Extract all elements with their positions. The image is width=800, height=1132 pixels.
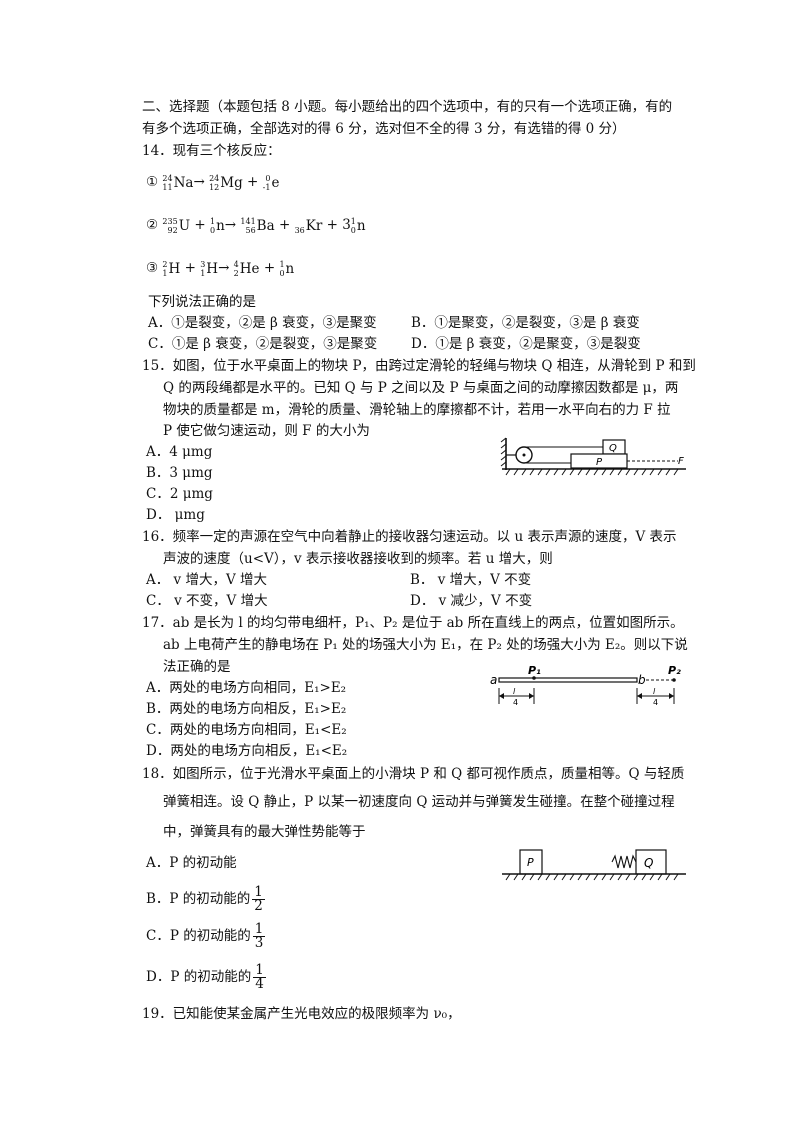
q17-fig-frac-den-2: 4 bbox=[653, 698, 658, 707]
q15-fig-label-q: Q bbox=[609, 443, 617, 454]
q17-rod-figure: a P₁ b P₂ l 4 l 4 bbox=[490, 664, 681, 707]
q17-fig-label-b: b bbox=[638, 673, 646, 687]
section-heading-line1: 二、选择题（本题包括 8 小题。每小题给出的四个选项中，有的只有一个选项正确，有… bbox=[142, 99, 673, 115]
q15-table-hatching bbox=[505, 468, 679, 476]
q17-option-d: D．两处的电场方向相反，E₁<E₂ bbox=[146, 743, 348, 759]
q15-option-c: C．2 μmg bbox=[146, 486, 213, 502]
q15-option-a: A．4 μmg bbox=[146, 444, 213, 460]
q17-fig-frac-num-1: l bbox=[513, 687, 516, 696]
q18-option-a: A．P 的初动能 bbox=[146, 855, 237, 871]
q16-option-a: A． v 增大，V 增大 bbox=[146, 572, 267, 588]
q15-pulley-figure: Q P F bbox=[500, 437, 686, 476]
q17-fig-frac-num-2: l bbox=[653, 687, 656, 696]
q14-option-c: C．①是 β 衰变，②是裂变，③是聚变 bbox=[148, 336, 378, 352]
q16-option-d: D． v 减少，V 不变 bbox=[410, 593, 533, 609]
q17-line3: 法正确的是 bbox=[163, 659, 231, 675]
q15-option-d: D． μmg bbox=[146, 507, 205, 523]
q15-fig-label-p: P bbox=[596, 457, 603, 468]
q14-option-d: D．①是 β 衰变，②是聚变，③是裂变 bbox=[411, 336, 641, 352]
q14-option-a: A．①是裂变，②是 β 衰变，③是聚变 bbox=[148, 315, 377, 331]
q17-fig-label-p2: P₂ bbox=[668, 664, 681, 677]
q18-line2: 弹簧相连。设 Q 静止，P 以某一初速度向 Q 运动并与弹簧发生碰撞。在整个碰撞… bbox=[163, 794, 675, 810]
q18-fig-spring bbox=[611, 854, 637, 869]
q18-line3: 中，弹簧具有的最大弹性势能等于 bbox=[163, 824, 366, 840]
q18-fig-label-q: Q bbox=[644, 856, 653, 870]
q18-table-hatching bbox=[505, 873, 679, 881]
q16-line1: 16．频率一定的声源在空气中向着静止的接收器匀速运动。以 u 表示声源的速度，V… bbox=[142, 529, 677, 545]
q16-line2: 声波的速度（u<V），v 表示接收器接收到的频率。若 u 增大，则 bbox=[163, 551, 553, 567]
q18-line1: 18．如图所示，位于光滑水平桌面上的小滑块 P 和 Q 都可视作质点，质量相等。… bbox=[142, 766, 685, 782]
q14-option-b: B．①是聚变，②是裂变，③是 β 衰变 bbox=[411, 315, 640, 331]
q17-fig-frac-den-1: 4 bbox=[513, 698, 518, 707]
q15-line1: 15．如图，位于水平桌面上的物块 P，由跨过定滑轮的轻绳与物块 Q 相连，从滑轮… bbox=[142, 358, 696, 374]
q15-fig-label-f: F bbox=[678, 456, 684, 467]
q15-line4: P 使它做匀速运动，则 F 的大小为 bbox=[163, 423, 370, 439]
q18-spring-figure: P Q bbox=[502, 849, 686, 881]
q14-stem: 14．现有三个核反应： bbox=[142, 143, 281, 159]
q18-fig-label-p: P bbox=[527, 856, 534, 869]
q17-option-c: C．两处的电场方向相同，E₁<E₂ bbox=[146, 722, 347, 738]
q15-line3: 物块的质量都是 m，滑轮的质量、滑轮轴上的摩擦都不计，若用一水平向右的力 F 拉 bbox=[163, 402, 671, 418]
q14-prompt: 下列说法正确的是 bbox=[148, 294, 256, 310]
q17-fig-label-a: a bbox=[490, 673, 497, 687]
q17-fig-label-p1: P₁ bbox=[528, 664, 541, 677]
q17-line2: ab 上电荷产生的静电场在 P₁ 处的场强大小为 E₁，在 P₂ 处的场强大小为… bbox=[163, 637, 688, 653]
q17-option-a: A．两处的电场方向相同，E₁>E₂ bbox=[146, 680, 347, 696]
q16-option-b: B． v 增大，V 不变 bbox=[410, 572, 532, 588]
section-heading-line2: 有多个选项正确，全部选对的得 6 分，选对但不全的得 3 分，有选错的得 0 分… bbox=[142, 121, 626, 137]
q19-line1: 19．已知能使某金属产生光电效应的极限频率为 ν₀， bbox=[142, 1006, 461, 1022]
q17-line1: 17．ab 是长为 l 的均匀带电细杆，P₁、P₂ 是位于 ab 所在直线上的两… bbox=[142, 615, 684, 631]
q16-option-c: C． v 不变，V 增大 bbox=[146, 593, 268, 609]
q17-option-b: B．两处的电场方向相反，E₁>E₂ bbox=[146, 701, 347, 717]
q15-line2: Q 的两段绳都是水平的。已知 Q 与 P 之间以及 P 与桌面之间的动摩擦因数都… bbox=[163, 380, 679, 396]
q15-option-b: B．3 μmg bbox=[146, 465, 213, 481]
